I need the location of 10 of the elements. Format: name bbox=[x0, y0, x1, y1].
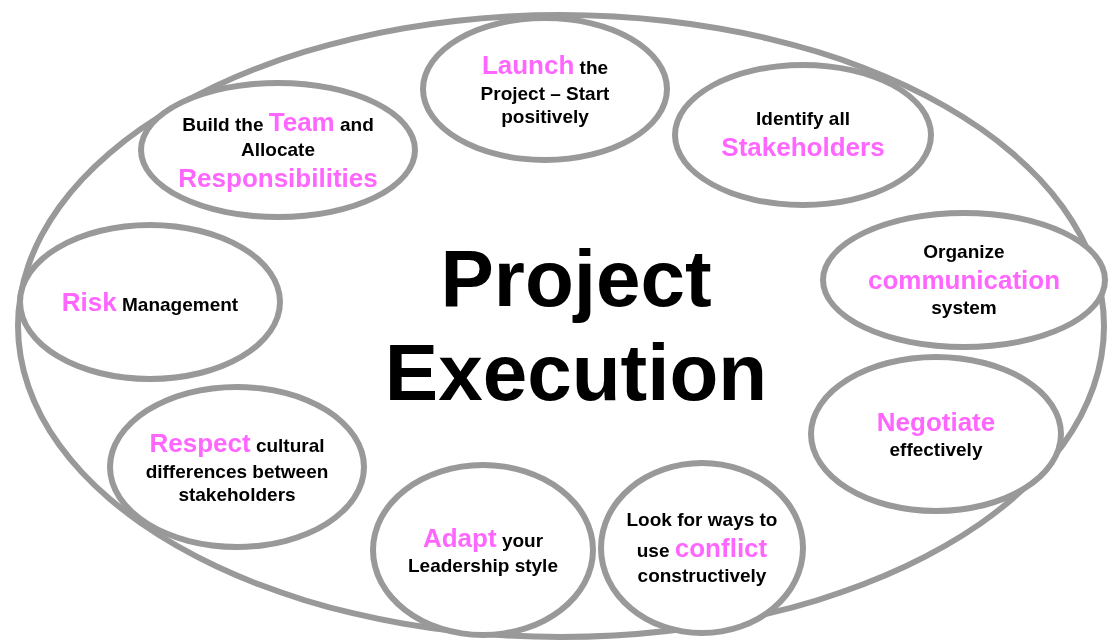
title-text: Project Execution bbox=[383, 232, 769, 419]
topic-text: Risk Management bbox=[61, 285, 239, 319]
topic-text: Adapt your Leadership style bbox=[407, 521, 559, 579]
topic-text: Organize communication system bbox=[866, 240, 1062, 320]
topic-text: Build the Team and Allocate Responsibilities bbox=[177, 105, 379, 195]
topic-text: Launch the Project – Start positively bbox=[479, 49, 611, 129]
topic-text: Respect cultural differences between stakeholders bbox=[144, 427, 330, 507]
topic-text: Look for ways to use conflict constructively bbox=[625, 508, 779, 588]
topic-text: Negotiate effectively bbox=[875, 405, 997, 463]
topic-text: Identify all Stakeholders bbox=[720, 106, 886, 164]
